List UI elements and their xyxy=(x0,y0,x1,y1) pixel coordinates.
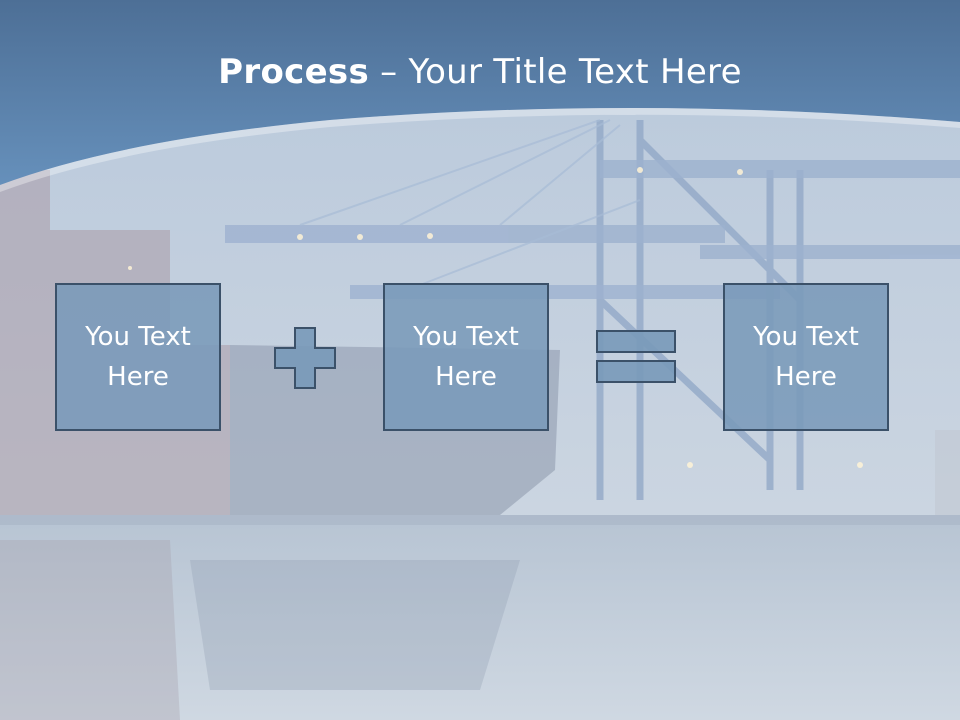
plus-icon xyxy=(274,327,336,389)
equals-icon xyxy=(596,330,676,383)
title-rest: Your Title Text Here xyxy=(408,52,742,92)
title-separator: – xyxy=(369,52,409,92)
title-bold: Process xyxy=(218,52,370,92)
process-box-1-label: You Text Here xyxy=(85,322,191,392)
process-box-2[interactable]: You Text Here xyxy=(383,283,549,431)
process-box-2-label: You Text Here xyxy=(413,322,519,392)
process-box-3[interactable]: You Text Here xyxy=(723,283,889,431)
process-box-3-label: You Text Here xyxy=(753,322,859,392)
slide-title: Process – Your Title Text Here xyxy=(0,52,960,92)
process-box-1[interactable]: You Text Here xyxy=(55,283,221,431)
